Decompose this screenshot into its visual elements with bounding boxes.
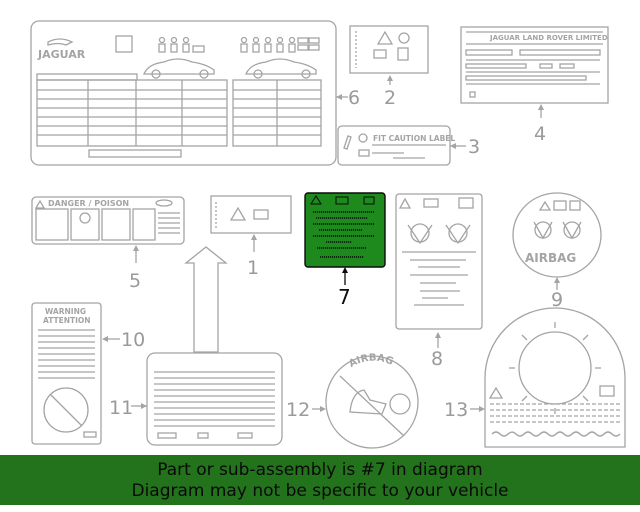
manual-icon [373,49,387,59]
part-7-label-highlighted[interactable]: 7 [304,192,386,309]
part-6-label[interactable]: JAGUAR [30,20,360,166]
info-banner: Part or sub-assembly is #7 in diagram Di… [0,455,640,505]
parts-diagram: JAGUAR [30,20,626,449]
manual-icon [335,196,349,205]
callout-1: 1 [247,257,259,279]
warning-triangle-icon [488,386,504,399]
callout-11: 11 [109,397,133,419]
part-2-label[interactable]: 2 [349,25,429,109]
manual-icon [253,209,269,220]
warning-triangle-icon [538,200,552,211]
part-1-label[interactable]: 1 [210,195,292,279]
fit-caution-text: FIT CAUTION LABEL [373,134,455,143]
car-silhouette-icon [143,58,317,79]
warning-text: WARNING [45,307,86,316]
data-table [36,73,322,158]
manual-icon [423,198,439,208]
callout-3: 3 [468,136,480,158]
jlr-header-text: JAGUAR LAND ROVER LIMITED [489,34,608,42]
jaguar-logo-text: JAGUAR [37,48,86,61]
part-11-label[interactable]: 11 [109,352,283,446]
jaguar-leaper-icon [47,38,74,46]
circle-icon [358,133,368,143]
callout-13: 13 [444,399,468,421]
banner-line-1: Part or sub-assembly is #7 in diagram [157,460,483,480]
gear-icon [398,32,410,44]
part-3-label[interactable]: FIT CAUTION LABEL 3 [337,125,480,166]
book-icon [363,196,375,205]
banner-line-2: Diagram may not be specific to your vehi… [131,481,509,501]
blank-box-icon [115,35,133,53]
warning-triangle-icon [310,195,322,205]
warning-triangle-icon [376,30,394,45]
part-12-label[interactable]: AIRBAG 12 [286,353,419,449]
airbag-seat-icon [349,389,387,415]
pen-icon [343,135,352,150]
no-smoking-icon [70,208,100,241]
callout-4: 4 [534,123,546,145]
callout-9: 9 [551,289,563,311]
callout-5: 5 [129,270,141,292]
airbag-arc-text: AIRBAG [347,353,395,370]
callout-10: 10 [121,329,145,351]
manual-icon [553,200,567,211]
no-child-seat-icon [43,387,89,433]
child-icon [101,208,131,241]
gauge-icon [397,47,409,61]
callout-8: 8 [431,348,443,370]
attention-text: ATTENTION [43,316,91,325]
part-4-label[interactable]: JAGUAR LAND ROVER LIMITED 4 [460,26,609,145]
airbag-text: AIRBAG [525,251,576,265]
sun-dial-icon [518,331,592,405]
occupants-icon [158,36,320,53]
part-13-label[interactable]: 13 [444,307,626,448]
callout-6: 6 [348,87,360,109]
hazard-icon [35,208,69,241]
part-8-label[interactable]: 8 [395,193,483,370]
callout-12: 12 [286,399,310,421]
part-9-label[interactable]: AIRBAG 9 [512,192,602,311]
callout-2: 2 [384,87,396,109]
warning-triangle-icon [229,206,247,221]
pointer-arrow-11-to-5 [184,246,228,353]
label-7-text-lines [313,211,374,258]
book-icon [458,197,474,209]
part-5-label[interactable]: DANGER / POISON 5 [31,196,185,292]
danger-poison-text: DANGER / POISON [48,199,129,208]
airbag-seat-icons [407,223,471,245]
part-10-label[interactable]: WARNING ATTENTION 10 [31,302,145,445]
sun-rays [509,322,601,414]
book-icon [599,385,615,397]
warning-triangle-icon [398,197,412,209]
book-icon [569,200,581,211]
first-aid-icon [132,208,156,241]
callout-7: 7 [338,285,351,309]
airbag-seat-icons [533,221,582,240]
